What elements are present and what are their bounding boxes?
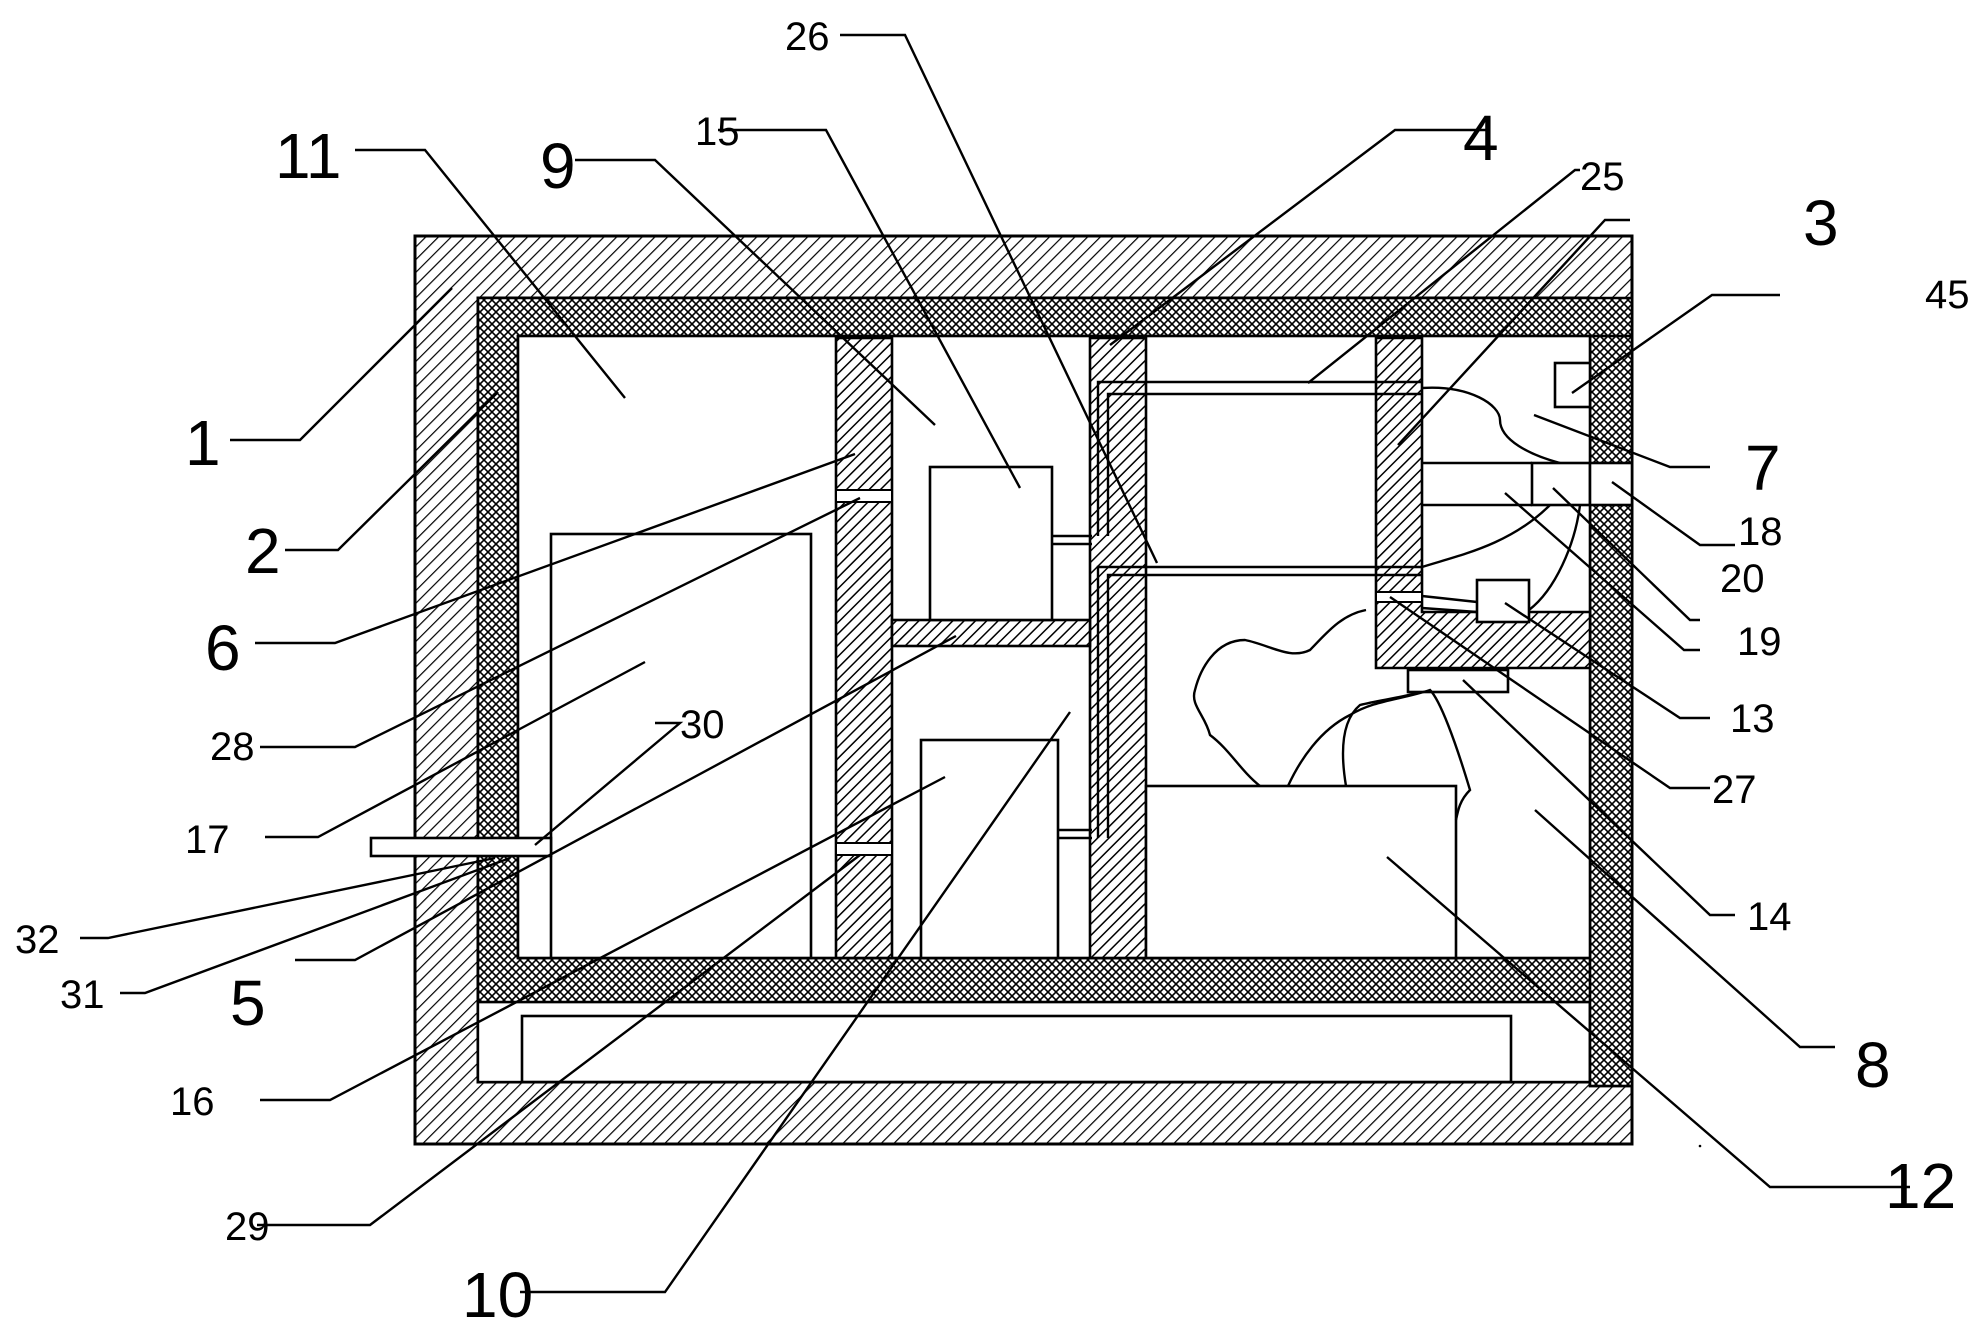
partition-shelf xyxy=(890,618,1092,648)
bottom-drawer xyxy=(520,1014,1513,1084)
label-11: 11 xyxy=(275,120,341,192)
label-5: 5 xyxy=(230,967,266,1039)
label-13: 13 xyxy=(1730,697,1775,741)
mark-dot xyxy=(1698,1144,1702,1148)
label-25: 25 xyxy=(1580,155,1625,199)
label-15: 15 xyxy=(695,110,740,154)
label-31: 31 xyxy=(60,973,105,1017)
label-1: 1 xyxy=(185,407,221,479)
vent-slot-upper xyxy=(835,489,893,503)
partition-wall-left xyxy=(834,336,894,960)
label-7: 7 xyxy=(1745,432,1781,504)
sensor-plate xyxy=(1406,668,1510,694)
wire-2 xyxy=(1421,504,1551,569)
small-box xyxy=(1475,578,1531,624)
upper-middle-box xyxy=(928,465,1054,622)
wire-3 xyxy=(1528,504,1582,611)
pipe-upper xyxy=(1052,534,1092,546)
vent-slot-right xyxy=(1375,591,1423,603)
label-3: 3 xyxy=(1803,187,1839,259)
label-6: 6 xyxy=(205,612,241,684)
right-inner-wall xyxy=(1374,336,1592,670)
label-4: 4 xyxy=(1463,102,1499,174)
pipe-lower xyxy=(1058,828,1092,840)
outer-fitting xyxy=(1588,461,1634,507)
pipe-run-a xyxy=(1096,565,1422,838)
leader-lines xyxy=(80,33,1910,1294)
top-right-box xyxy=(1553,361,1592,409)
label-20: 20 xyxy=(1720,557,1765,601)
pipe-run-b xyxy=(1096,380,1422,536)
wire-4 xyxy=(1421,594,1478,614)
label-26: 26 xyxy=(785,15,830,59)
label-10: 10 xyxy=(462,1259,533,1327)
wire-1 xyxy=(1421,386,1561,465)
left-compartment-box xyxy=(549,532,813,960)
label-32: 32 xyxy=(15,918,60,962)
label-17: 17 xyxy=(185,818,230,862)
label-9: 9 xyxy=(540,130,576,202)
label-28: 28 xyxy=(210,725,255,769)
label-12: 12 xyxy=(1885,1150,1956,1222)
label-19: 19 xyxy=(1737,620,1782,664)
tubes-to-valve xyxy=(1422,461,1532,507)
label-30: 30 xyxy=(680,703,725,747)
label-27: 27 xyxy=(1712,768,1757,812)
label-14: 14 xyxy=(1747,895,1792,939)
label-2: 2 xyxy=(245,515,281,587)
irregular-object xyxy=(1192,608,1472,821)
vent-slot-lower xyxy=(835,842,893,856)
insulation-right-strip xyxy=(1588,334,1634,1088)
label-45: 45 xyxy=(1925,273,1970,317)
irregular-object-stem xyxy=(1341,690,1421,787)
label-8: 8 xyxy=(1855,1029,1891,1101)
label-16: 16 xyxy=(170,1080,215,1124)
base-box xyxy=(1144,784,1458,960)
label-18: 18 xyxy=(1738,510,1783,554)
valve-box xyxy=(1530,461,1592,507)
through-wall-rod xyxy=(369,836,553,858)
lower-middle-box xyxy=(919,738,1060,960)
label-29: 29 xyxy=(225,1205,270,1249)
